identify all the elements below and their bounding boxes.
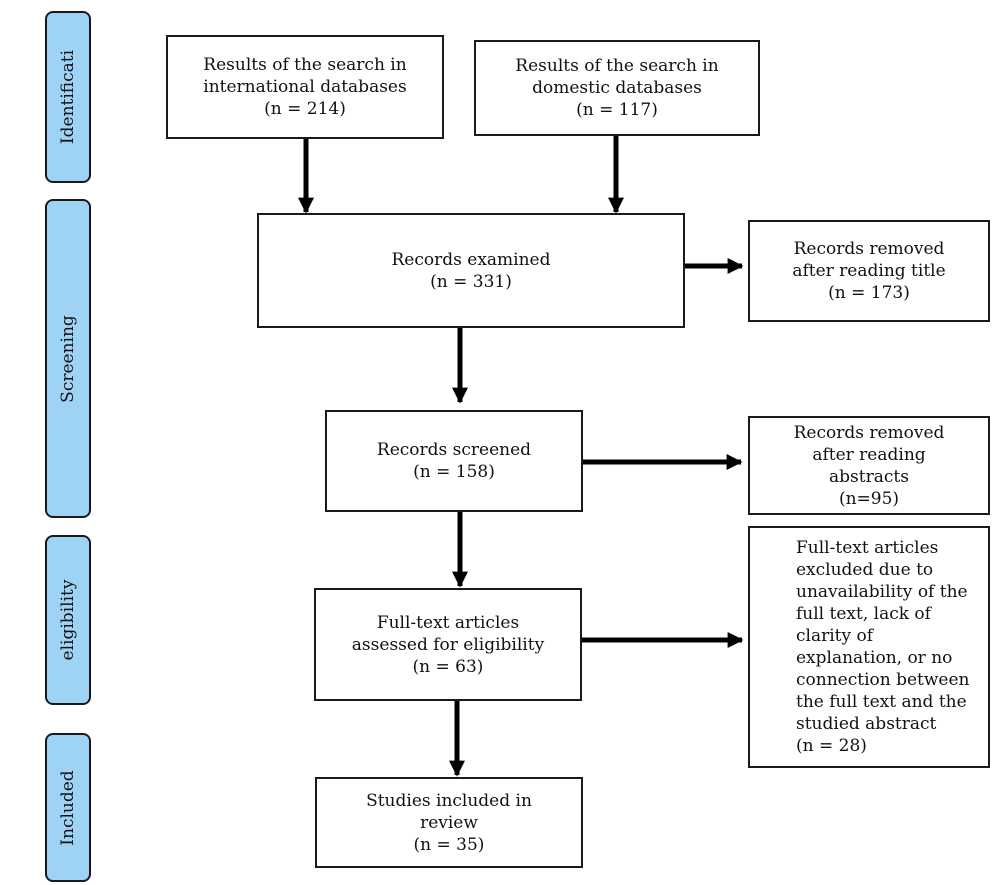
box-line: (n = 173) [828,283,910,303]
box-line: Records removed [793,239,945,259]
domestic-search-box: Results of the search in domestic databa… [474,40,760,136]
box-line: after reading title [792,261,946,281]
box-line: (n = 331) [430,271,512,292]
international-search-box: Results of the search in international d… [166,35,444,139]
box-line: domestic databases [532,78,702,98]
phase-screening: Screening [45,199,91,518]
box-line: clarity of [796,626,874,646]
box-line: (n = 214) [264,99,346,119]
fulltext-assessed-box: Full-text articles assessed for eligibil… [314,588,582,701]
box-line: Records removed [793,422,945,443]
box-line: full text, lack of [796,604,931,624]
box-line: (n = 35) [413,834,485,855]
box-line: Results of the search in [515,56,719,76]
box-line: (n = 117) [576,100,658,120]
box-line: international databases [203,77,407,97]
records-screened-box: Records screened (n = 158) [325,410,583,512]
box-line: Full-text articles [796,538,939,558]
box-line: connection between [796,670,970,690]
records-removed-title-box: Records removed after reading title (n =… [748,220,990,322]
box-line: Full-text articles [376,612,520,633]
box-line: (n = 28) [796,736,867,756]
box-line: Records screened [376,440,532,460]
box-line: Records examined [391,249,551,270]
box-line: abstracts [829,466,909,487]
box-line: assessed for eligibility [351,634,545,655]
studies-included-box: Studies included in review (n = 35) [315,777,583,868]
box-line: (n=95) [838,488,900,509]
records-examined-box: Records examined (n = 331) [257,213,685,328]
phase-included: Included [45,733,91,882]
box-line: after reading [812,444,926,465]
box-line: excluded due to [796,560,934,580]
box-line: (n = 63) [412,656,484,677]
box-line: Results of the search in [203,55,407,75]
fulltext-excluded-box: Full-text articles excluded due to unava… [748,526,990,768]
box-line: studied abstract [796,714,937,734]
box-line: Studies included in [366,790,532,811]
box-line: explanation, or no [796,648,953,668]
records-removed-abstracts-box: Records removed after reading abstracts … [748,416,990,515]
phase-identification: Identificati [45,11,91,183]
box-line: unavailability of the [796,582,968,602]
box-line: review [420,812,478,833]
box-line: (n = 158) [413,462,495,482]
box-line: the full text and the [796,692,967,712]
phase-eligibility: eligibility [45,535,91,705]
